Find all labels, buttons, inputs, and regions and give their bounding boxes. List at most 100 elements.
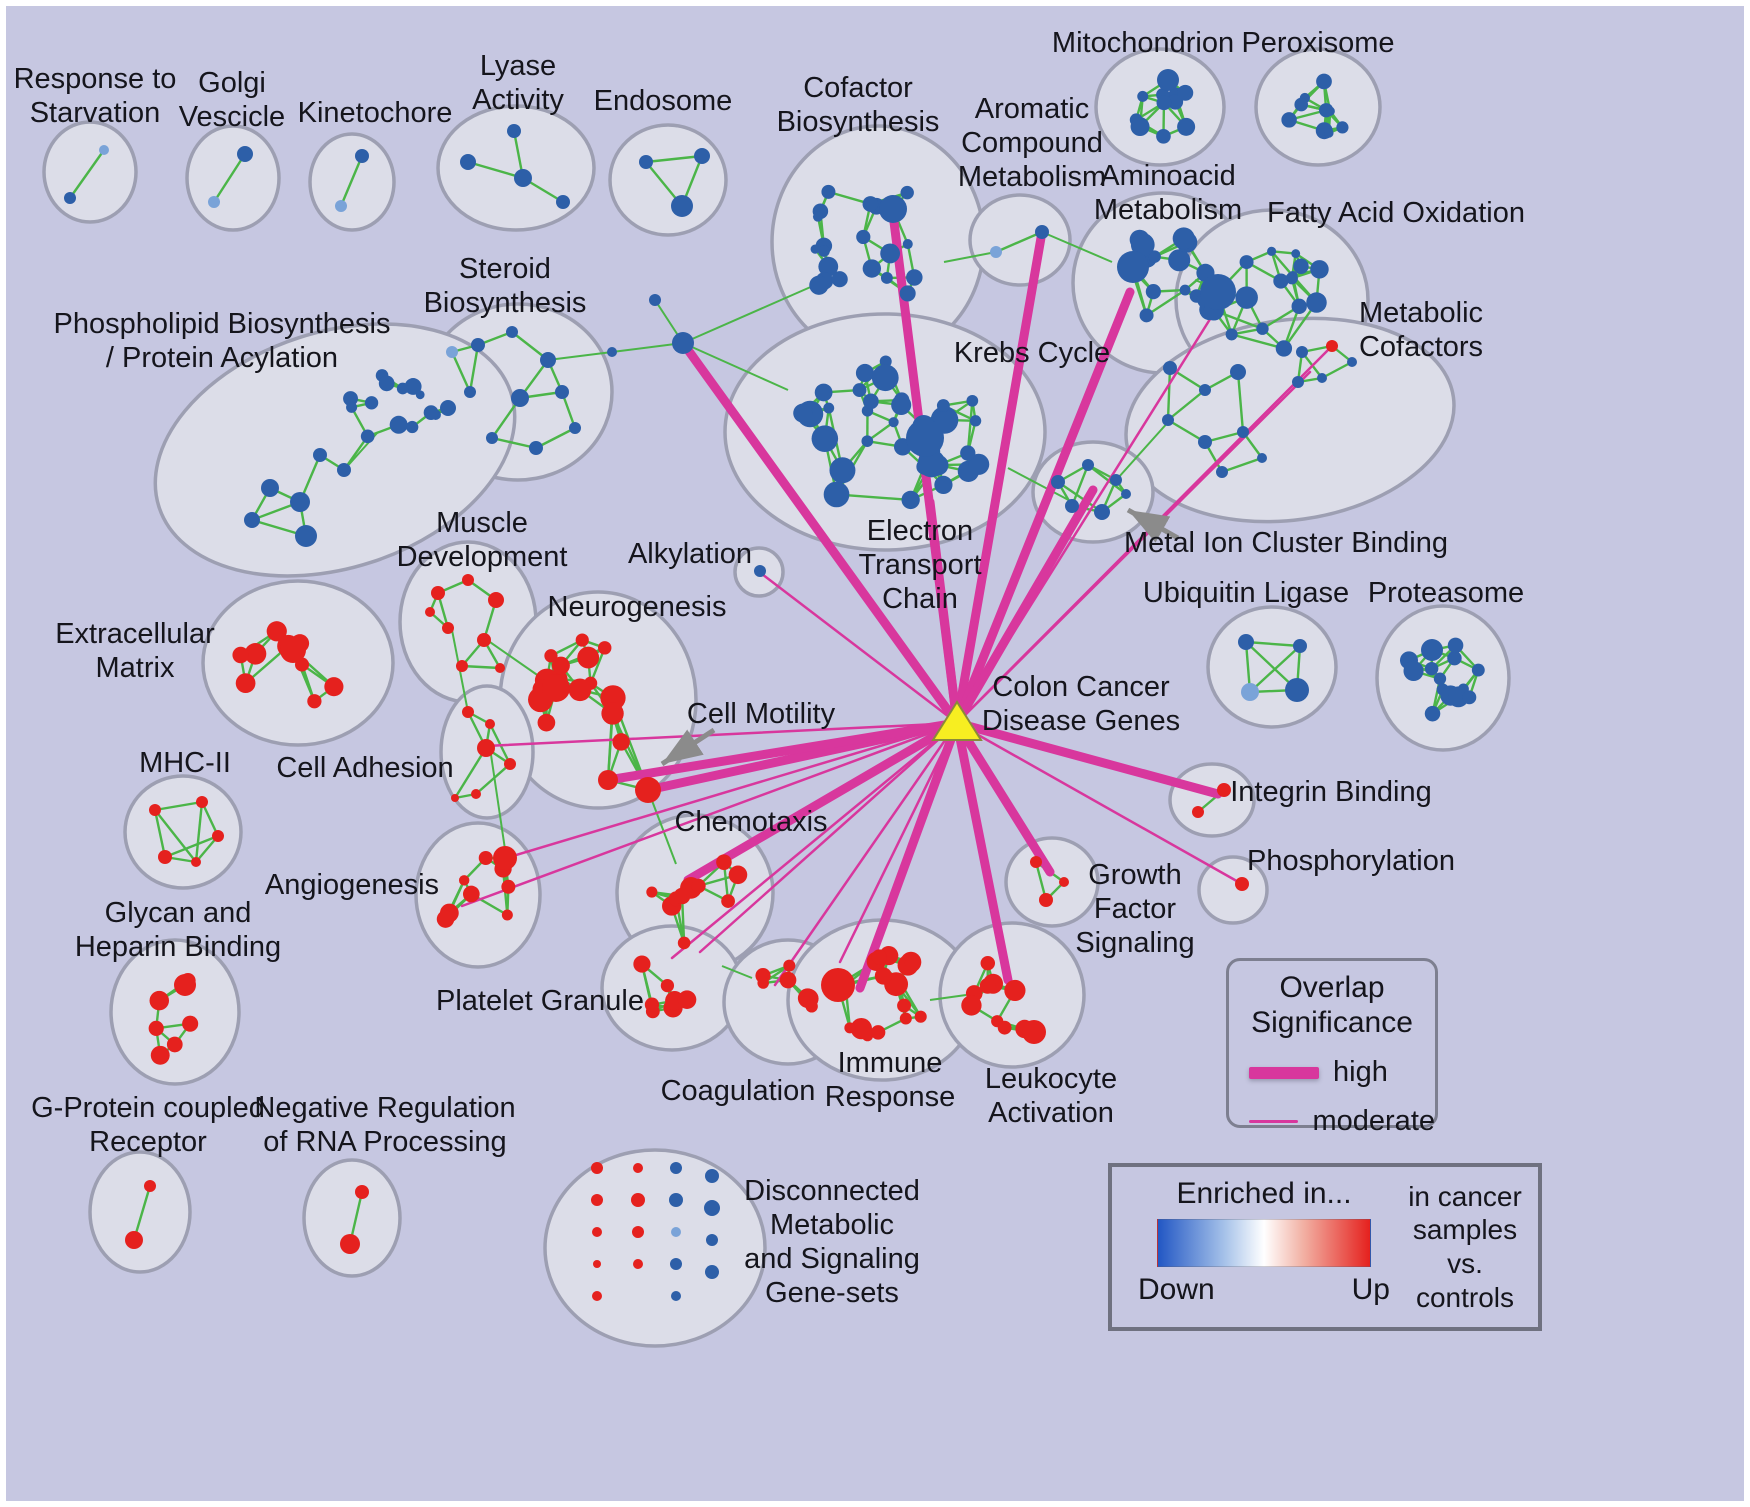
steroid-biosynthesis-edge [468, 344, 480, 393]
fatty-acid-oxidation-node [1310, 260, 1329, 279]
leukocyte-activation-node [961, 995, 982, 1016]
junction-nodes-node [649, 294, 661, 306]
aminoacid-metabolism-node [1130, 233, 1155, 257]
phospholipid-biosynthesis-node [360, 429, 375, 444]
metal-ion-cluster-binding-edge [1057, 481, 1103, 513]
disconnected-gene-sets-node [705, 1169, 719, 1183]
immune-response-node [874, 967, 893, 985]
cofactor-biosynthesis-node [899, 285, 916, 302]
proteasome-node [1447, 650, 1462, 666]
leukocyte-activation-node [1022, 1020, 1046, 1044]
overlap-edge-moderate [484, 721, 959, 748]
electron-transport-chain-node [906, 419, 944, 457]
response-to-starvation-edge [69, 149, 105, 199]
metabolic-cofactors-node [1198, 435, 1212, 449]
endosome-node [694, 148, 710, 164]
phospholipid-biosynthesis-node [440, 400, 456, 416]
phospholipid-biosynthesis-node [378, 375, 395, 392]
mhc-ii-edge [153, 809, 167, 858]
phospholipid-biosynthesis-node [261, 479, 279, 497]
negative-regulation-rna-processing-node [340, 1234, 360, 1254]
metabolic-cofactors-edge [1221, 456, 1263, 474]
aminoacid-metabolism-node [1117, 251, 1149, 283]
peroxisome-node [1324, 128, 1334, 138]
junction-nodes-node [672, 332, 694, 354]
electron-transport-chain-node [814, 383, 833, 402]
metabolic-cofactors-node [1326, 340, 1338, 352]
mitochondrion-node [1156, 95, 1172, 111]
platelet-granule-node [660, 978, 675, 993]
cell-adhesion-node [485, 719, 495, 729]
ubiquitin-ligase-label: Ubiquitin Ligase [1143, 577, 1349, 609]
inter-cluster-edge [647, 789, 677, 865]
mhc-ii-node [212, 830, 224, 842]
overlap-edge-high [603, 718, 962, 785]
lyase-activity-edge [467, 160, 524, 180]
inter-cluster-edge [929, 994, 967, 1001]
extracellular-matrix-node [280, 637, 306, 663]
fatty-acid-oxidation-node [1291, 249, 1301, 259]
endosome-node [671, 195, 693, 217]
extracellular-matrix-node [244, 642, 267, 665]
neurogenesis-label: Neurogenesis [548, 591, 727, 623]
cell-adhesion-node [471, 789, 481, 799]
peroxisome-label: Peroxisome [1241, 27, 1394, 59]
mhc-ii-edge [200, 801, 220, 837]
mitochondrion-node [1177, 84, 1194, 101]
glycan-heparin-binding-node [148, 1020, 164, 1036]
steroid-biosynthesis-node [506, 326, 518, 338]
proteasome-node [1447, 637, 1464, 654]
lyase-activity-node [460, 154, 476, 170]
neurogenesis-node [601, 702, 624, 725]
proteasome-node [1403, 660, 1424, 682]
metabolic-cofactors-edge [1167, 418, 1206, 444]
enrichment-down-label: Down [1138, 1273, 1215, 1306]
peroxisome-node [1281, 112, 1297, 128]
extracellular-matrix-node [235, 673, 256, 694]
overlap-edge-high [952, 287, 1135, 728]
metal-ion-cluster-binding-edge [1070, 464, 1090, 507]
leukocyte-activation-node [980, 955, 996, 971]
fatty-acid-oxidation-edge [1270, 250, 1294, 277]
phospholipid-biosynthesis-node [346, 401, 358, 413]
immune-response-node [844, 1022, 856, 1034]
muscle-development-node [488, 592, 504, 608]
angiogenesis-node [462, 885, 480, 903]
fatty-acid-oxidation-node [1291, 298, 1307, 315]
metabolic-cofactors-node [1162, 414, 1174, 426]
endosome-ellipse [608, 123, 728, 237]
neurogenesis-node [537, 713, 556, 732]
golgi-vescicle-edge [212, 153, 247, 203]
response-to-starvation-node [99, 145, 109, 155]
kinetochore-node [355, 149, 369, 163]
chemotaxis-node [677, 936, 691, 950]
aromatic-compound-metabolism-ellipse [968, 193, 1072, 287]
mhc-ii-node [196, 796, 208, 808]
inter-cluster-edge [1041, 231, 1113, 263]
phospholipid-biosynthesis-node [415, 390, 425, 400]
extracellular-matrix-node [232, 646, 249, 664]
neurogenesis-node [635, 777, 661, 803]
mitochondrion-node [1130, 117, 1150, 137]
fatty-acid-oxidation-node [1225, 328, 1238, 341]
overlap-edge-moderate [955, 298, 1224, 725]
cofactor-biosynthesis-node [831, 271, 848, 288]
electron-transport-chain-node [934, 475, 953, 495]
angiogenesis-node [493, 846, 517, 870]
aromatic-compound-metabolism-edge [995, 230, 1043, 254]
mitochondrion-node [1137, 90, 1149, 102]
proteasome-node [1421, 639, 1443, 661]
phospholipid-biosynthesis-ellipse [153, 322, 517, 578]
krebs-cycle-label: Krebs Cycle [954, 337, 1110, 369]
cofactor-biosynthesis-node [856, 229, 871, 245]
chemotaxis-node [673, 887, 691, 905]
electron-transport-chain-node [879, 355, 892, 368]
overlap-high-row: high [1249, 1056, 1435, 1089]
cofactor-biosynthesis-node [862, 259, 882, 278]
